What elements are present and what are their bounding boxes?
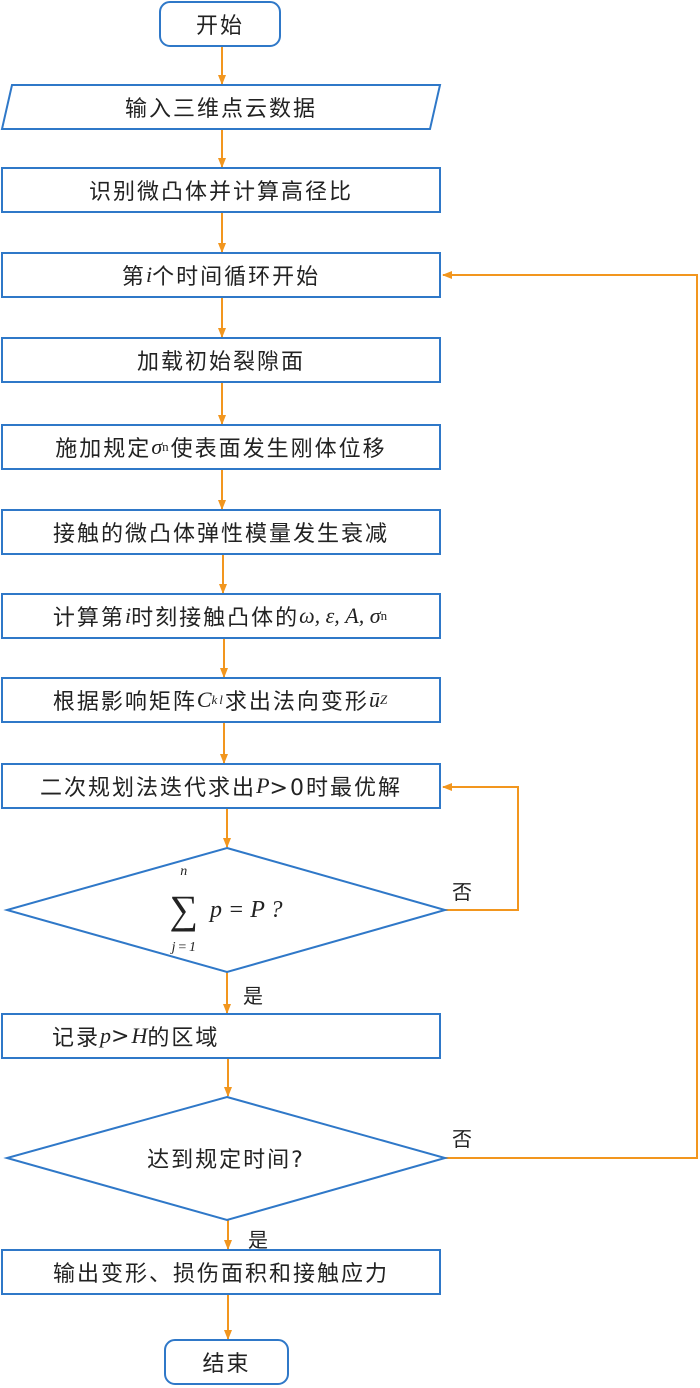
math-p: P	[256, 773, 270, 798]
input-label: 输入三维点云数据	[124, 97, 317, 122]
math-i: i	[145, 262, 153, 287]
identify-label: 识别微凸体并计算高径比	[88, 180, 353, 205]
decay-label: 接触的微凸体弹性模量发生衰减	[52, 522, 389, 547]
text: 施加规定	[55, 437, 152, 462]
text: 记录	[52, 1026, 101, 1051]
subscript: n	[162, 439, 171, 454]
process-node	[1, 1013, 441, 1059]
text: 求出法向变形	[224, 690, 369, 715]
text: 计算第	[52, 606, 125, 631]
text: 使表面发生刚体位移	[170, 437, 387, 462]
math-i: i	[124, 603, 132, 628]
math-p: p	[100, 1023, 112, 1048]
loop-back-arrow-outer	[442, 271, 698, 1159]
process-node	[1, 167, 441, 213]
text: 第	[121, 265, 146, 290]
subscript: kl	[211, 692, 225, 707]
text: 时刻接触凸体的	[131, 606, 300, 631]
text: 根据影响矩阵	[52, 690, 197, 715]
decision2-label: 达到规定时间?	[147, 1148, 305, 1173]
sum-lower: j=1	[171, 940, 198, 955]
yes-label: 是	[248, 1228, 268, 1252]
sum-sign: ∑	[169, 887, 201, 932]
yes-label: 是	[243, 984, 263, 1008]
sum-symbol: n ∑ j=1	[170, 864, 201, 956]
process-node	[1, 763, 441, 809]
end-node	[164, 1339, 289, 1385]
text: 二次规划法迭代求出	[40, 776, 257, 801]
process-node	[1, 593, 441, 639]
process-node	[1, 424, 441, 470]
process-node	[1, 677, 441, 723]
decision-node	[3, 846, 449, 974]
math-expr: p = P ?	[210, 896, 283, 923]
text: >	[111, 1023, 132, 1049]
decision-node	[3, 1095, 449, 1222]
sum-upper: n	[180, 864, 190, 879]
start-node	[159, 1, 281, 47]
subscript: Z	[379, 692, 390, 707]
no-label: 否	[452, 880, 472, 904]
text: 个时间循环开始	[152, 265, 321, 290]
process-node	[1, 252, 441, 298]
text: 的区域	[147, 1026, 220, 1051]
output-label: 输出变形、损伤面积和接触应力	[52, 1262, 389, 1287]
process-node	[1, 509, 441, 555]
text: >0时最优解	[269, 776, 402, 801]
process-node	[1, 1249, 441, 1295]
end-label: 结束	[202, 1352, 251, 1377]
math-u: ū	[368, 687, 380, 712]
process-node	[1, 337, 441, 383]
loop-back-arrow-inner	[442, 783, 519, 911]
load-surface-label: 加载初始裂隙面	[136, 350, 305, 375]
math-h: H	[131, 1023, 148, 1048]
math-sigma: σ	[151, 434, 163, 459]
input-node	[0, 84, 442, 130]
math-vars: ω, ε, A, σ	[299, 603, 381, 628]
subscript: n	[380, 608, 390, 623]
math-c: C	[196, 687, 212, 712]
decision1-label: n ∑ j=1 p = P ?	[7, 860, 445, 960]
start-label: 开始	[195, 14, 244, 39]
no-label: 否	[452, 1127, 472, 1151]
